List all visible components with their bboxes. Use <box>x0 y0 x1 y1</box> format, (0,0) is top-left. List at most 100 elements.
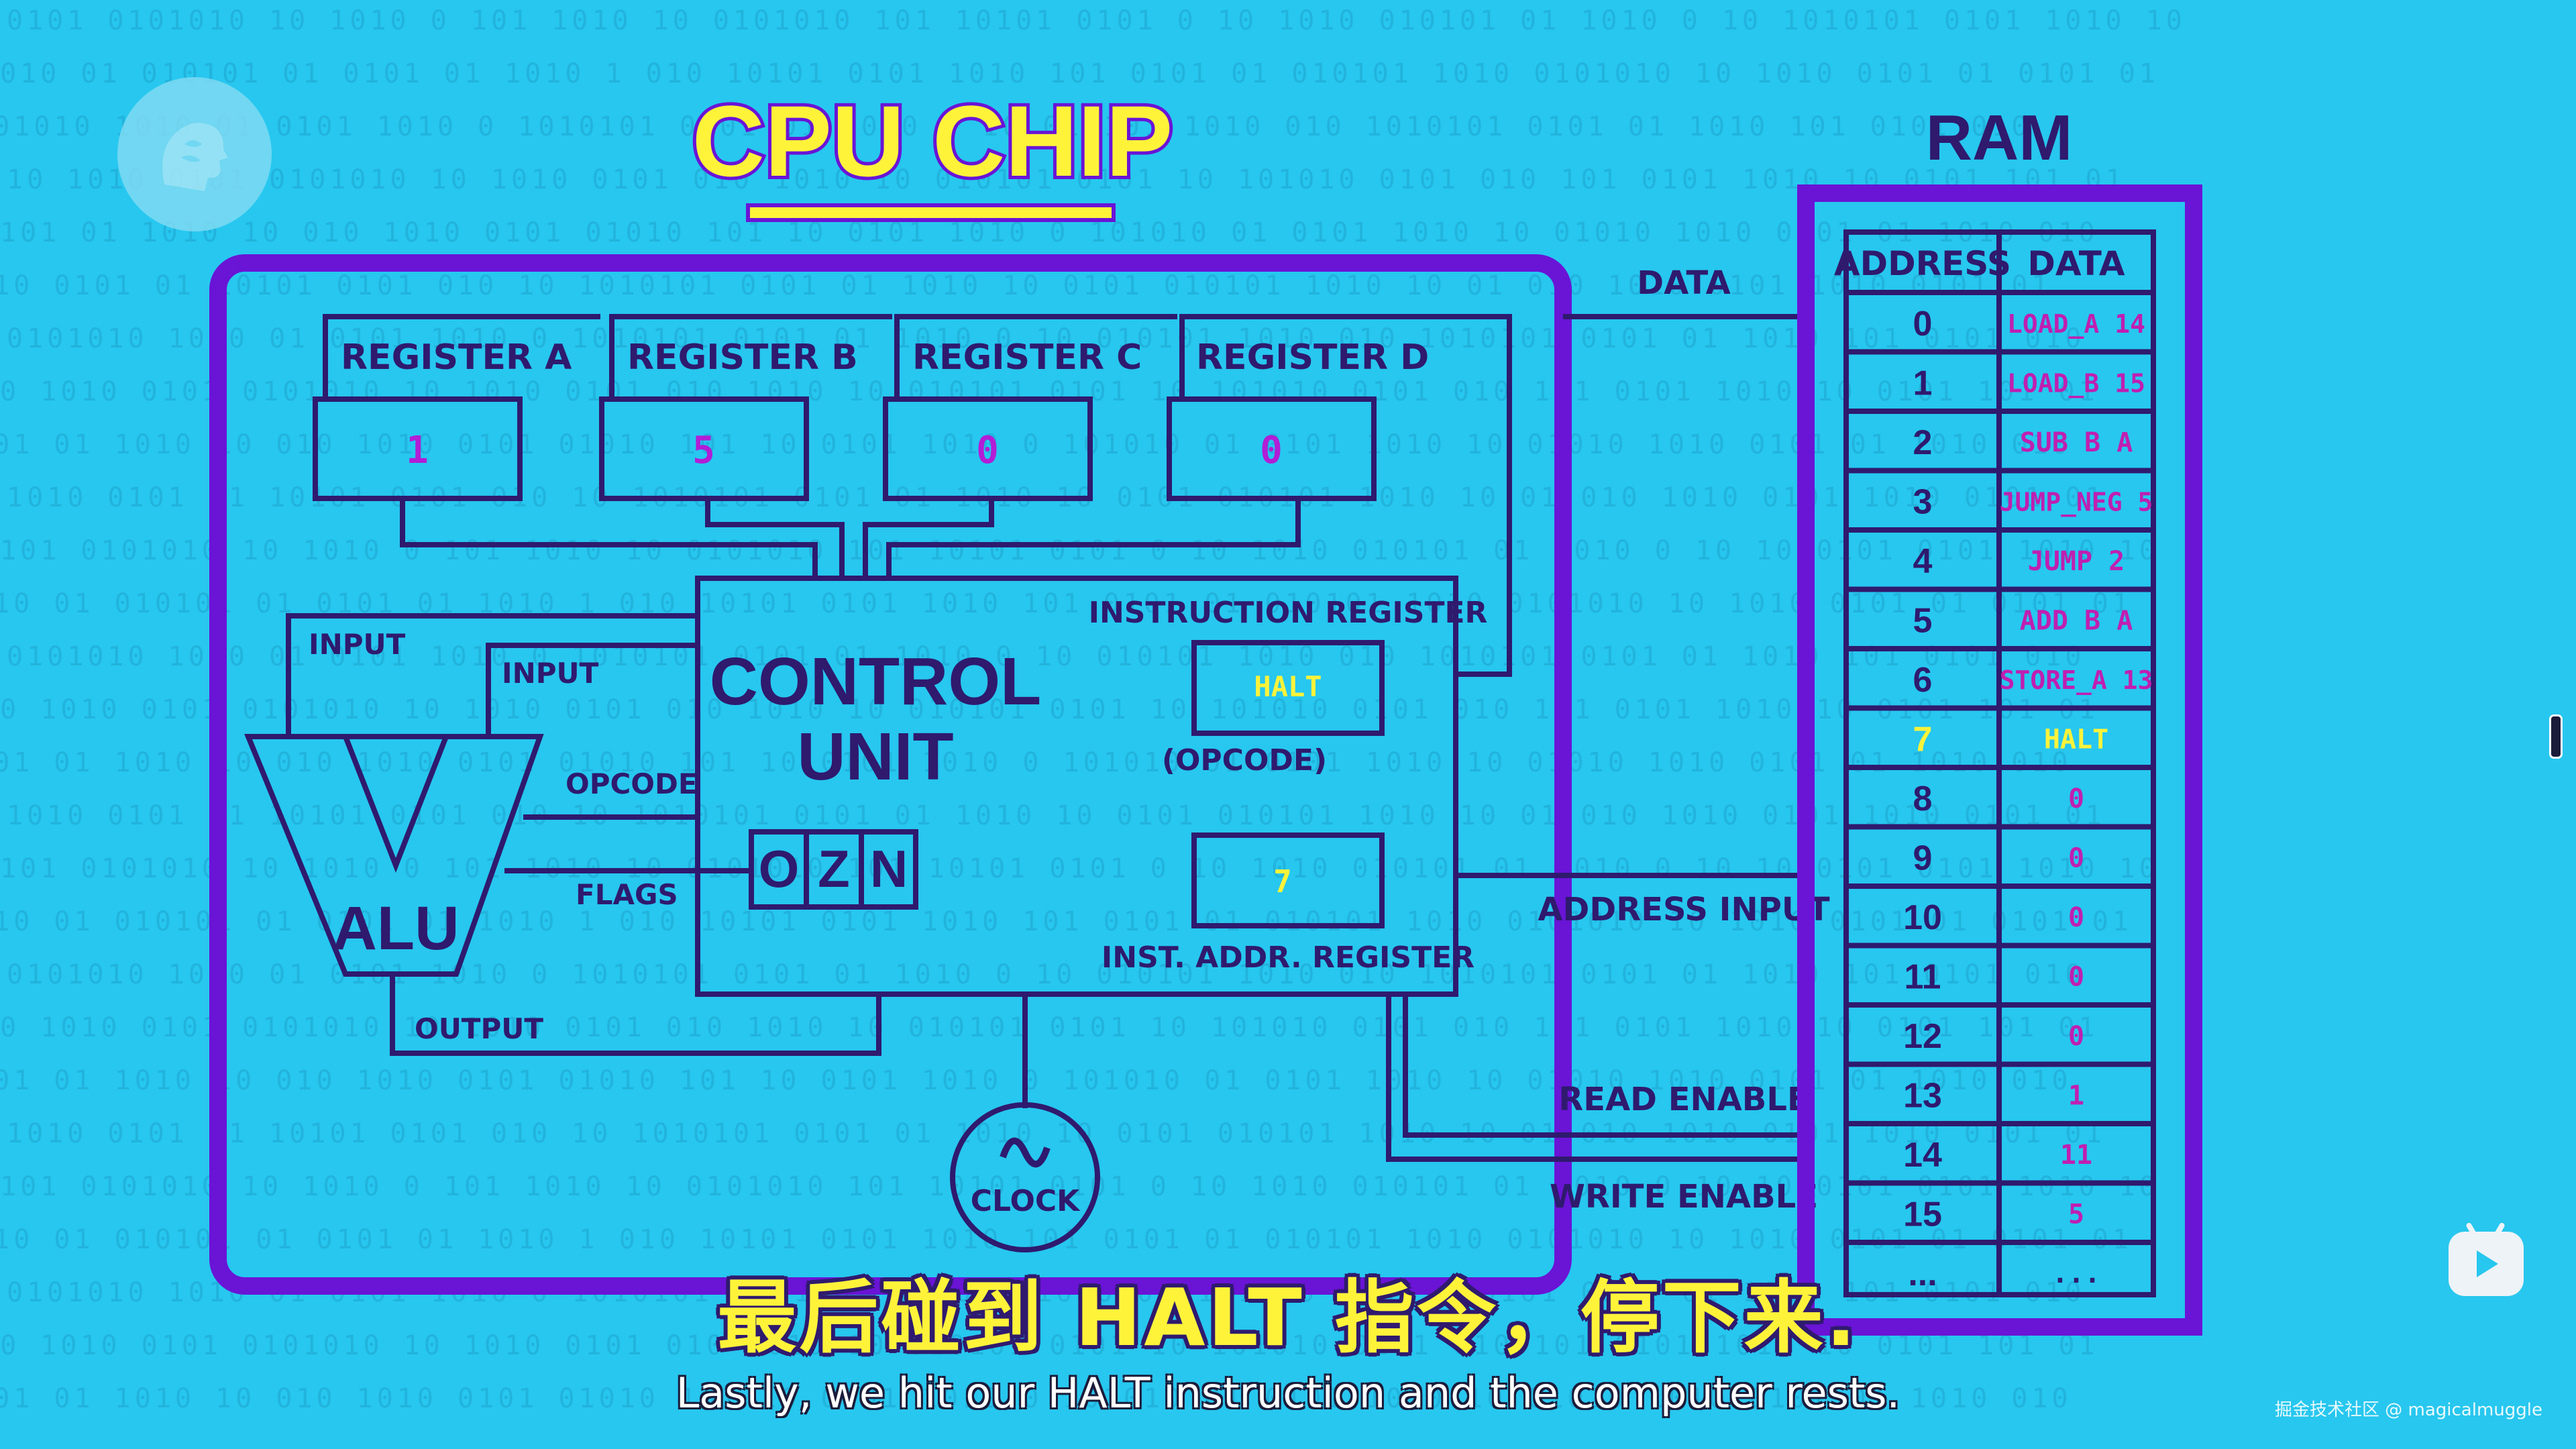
ram-data-cell: JUMP 2 <box>2028 546 2125 577</box>
alu-label: ALU <box>332 894 459 963</box>
binary-row: 0101 01 1010 10 010 1010 0101 01010 101 … <box>0 429 2072 460</box>
alu-opcode-label: OPCODE <box>566 767 698 800</box>
control-unit-line2: UNIT <box>797 719 953 794</box>
binary-row: 1010 0101 01 10101 0101 010 10 1010101 0… <box>0 270 2052 301</box>
binary-row: 1010 01 010101 01 0101 01 1010 1 010 101… <box>0 58 2159 89</box>
ram-address-cell: 14 <box>1903 1136 1942 1175</box>
ram-data-cell: 0 <box>2068 784 2084 814</box>
ram-data-cell: LOAD_B 15 <box>2007 369 2145 398</box>
ram-address-cell: 9 <box>1913 839 1933 878</box>
binary-row: 10 1010 0101 0101010 10 1010 0101 010 10… <box>0 1012 2099 1043</box>
clock-label: CLOCK <box>971 1184 1081 1218</box>
inst-addr-register-value: 7 <box>1273 863 1292 900</box>
ram-address-cell: 6 <box>1913 661 1933 700</box>
alu-notch <box>343 735 449 873</box>
instruction-register-label: INSTRUCTION REGISTER <box>1089 596 1488 630</box>
register-b-value: 5 <box>692 429 715 472</box>
inst-addr-register-label: INST. ADDR. REGISTER <box>1102 941 1474 975</box>
alu-wires <box>286 613 881 1056</box>
binary-row: 0101010 1010 01 0101 1010 0 1010101 0101… <box>0 111 2032 142</box>
binary-row: 0101 01 1010 10 010 1010 0101 01010 101 … <box>0 217 2099 248</box>
control-unit-line1: CONTROL <box>710 644 1041 719</box>
register-d-box <box>1167 396 1377 501</box>
alu-input-label-2: INPUT <box>502 657 599 690</box>
clock-wave-icon <box>1000 1137 1051 1168</box>
register-bus <box>323 314 1512 677</box>
register-c-label: REGISTER C <box>912 337 1142 378</box>
play-triangle-icon <box>2477 1250 2498 1277</box>
ram-data-cell: 1 <box>2068 1081 2084 1112</box>
ram-data-cell: ... <box>2052 1258 2100 1289</box>
ram-address-cell: 10 <box>1903 898 1942 937</box>
ram-data-cell: 0 <box>2068 902 2084 933</box>
watermark: 掘金技术社区 @ magicalmuggle <box>2274 1400 2542 1420</box>
subtitle-chinese: 最后碰到 HALT 指令，停下来. <box>717 1271 1859 1364</box>
ram-address-cell: ... <box>1908 1254 1937 1293</box>
pbs-head-icon <box>117 77 272 231</box>
register-c-value: 0 <box>976 429 999 472</box>
ram-address-cell: 2 <box>1913 423 1933 462</box>
register-a-box <box>313 396 523 501</box>
ram-data-cell: ADD B A <box>2020 606 2133 637</box>
ram-data-cell: 5 <box>2068 1199 2084 1230</box>
binary-row: 0101 01 1010 10 010 1010 0101 01010 101 … <box>0 747 2072 778</box>
register-c-box <box>883 396 1093 501</box>
ram-address-cell: 11 <box>1904 958 1941 997</box>
binary-row: 0101 0101010 10 1010 0 101 1010 10 01010… <box>0 853 2159 884</box>
ram-address-cell: 12 <box>1903 1017 1942 1056</box>
ram-data-cell: SUB B A <box>2020 427 2133 458</box>
binary-row: 0101 0101010 10 1010 0 101 1010 10 01010… <box>0 535 2159 566</box>
inst-addr-register-box <box>1191 833 1385 928</box>
title-underline <box>746 203 1116 222</box>
cpu-chip-title: CPU CHIP <box>692 85 1173 197</box>
ram-address-cell: 15 <box>1903 1195 1942 1234</box>
side-handle-icon[interactable] <box>2549 714 2563 759</box>
alu-shape <box>244 734 544 977</box>
flag-overflow: O <box>759 839 800 898</box>
ram-border <box>1797 184 2202 1336</box>
ram-address-cell: 5 <box>1913 602 1933 641</box>
subtitle-english: Lastly, we hit our HALT instruction and … <box>676 1368 1900 1417</box>
register-d-label: REGISTER D <box>1196 337 1429 378</box>
ram-data-cell: JUMP_NEG 5 <box>2000 488 2153 517</box>
ram-title: RAM <box>1926 102 2073 174</box>
binary-row: 10 1010 0101 0101010 10 1010 0101 010 10… <box>7 164 2126 195</box>
ram-data-cell: 0 <box>2068 843 2084 874</box>
read-enable-label: READ ENABLE <box>1558 1081 1809 1118</box>
register-b-label: REGISTER B <box>627 337 858 378</box>
binary-row: 0101 01 1010 10 010 1010 0101 01010 101 … <box>0 1383 2072 1414</box>
ram-address-cell: 8 <box>1913 780 1933 818</box>
alu-output-label: OUTPUT <box>415 1012 543 1045</box>
alu-flags-label: FLAGS <box>576 878 678 911</box>
ram-data-cell: HALT <box>2044 724 2108 755</box>
ram-address-cell: 7 <box>1913 720 1933 759</box>
register-a-label: REGISTER A <box>341 337 572 378</box>
ram-data-cell: 0 <box>2068 1021 2084 1052</box>
ram-address-cell: 3 <box>1913 483 1933 522</box>
register-d-value: 0 <box>1260 429 1283 472</box>
ram-data-cell: 11 <box>2060 1140 2092 1171</box>
register-b-box <box>599 396 809 501</box>
flag-negative: N <box>870 839 908 898</box>
binary-row: 10 1010 0101 0101010 10 1010 0101 010 10… <box>0 376 2099 407</box>
control-unit-box <box>695 576 1458 997</box>
bilibili-play-icon[interactable] <box>2449 1222 2524 1296</box>
binary-row: 1010 01 010101 01 0101 01 1010 1 010 101… <box>0 906 2133 937</box>
ram-address-cell: 4 <box>1913 542 1933 581</box>
binary-row: 0101 0101010 10 1010 0 101 1010 10 01010… <box>0 1171 2159 1202</box>
write-enable-label: WRITE ENABLE <box>1550 1178 1818 1216</box>
ram-address-cell: 0 <box>1913 305 1933 343</box>
data-bus-label: DATA <box>1637 264 1730 302</box>
instruction-register-box <box>1191 640 1385 736</box>
binary-row: 1010 0101 01 10101 0101 010 10 1010101 0… <box>7 800 2106 831</box>
binary-row: 0101 01 1010 10 010 1010 0101 01010 101 … <box>0 1065 2072 1096</box>
ram-address-cell: 13 <box>1903 1077 1942 1116</box>
ram-data-cell: 0 <box>2068 962 2084 993</box>
write-enable-wire <box>1386 994 1801 1162</box>
flag-zero: Z <box>818 839 850 898</box>
ram-header-data: DATA <box>2027 244 2125 283</box>
binary-row: 10 1010 0101 0101010 10 1010 0101 010 10… <box>0 694 2099 725</box>
register-wires <box>400 498 1301 578</box>
